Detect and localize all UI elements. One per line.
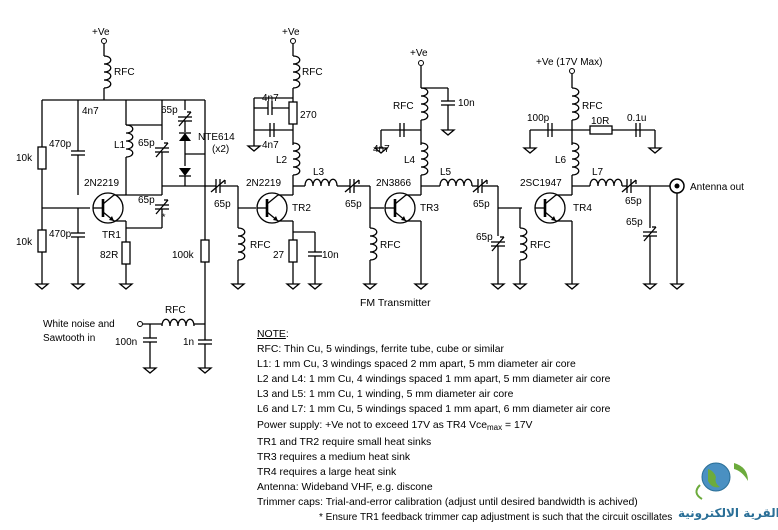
antenna-out-label: Antenna out <box>690 182 744 193</box>
notes-block: NOTE: RFC: Thin Cu, 5 windings, ferrite … <box>257 327 757 525</box>
c-01u: 0.1u <box>627 113 646 124</box>
c-4n7-2: 4n7 <box>262 93 279 104</box>
tr1-part: 2N2219 <box>84 178 119 189</box>
rfc-label-3: RFC <box>302 67 323 78</box>
c-100p: 100p <box>527 113 550 124</box>
r-10k-1: 10k <box>16 153 33 164</box>
c-65p-5: 65p <box>473 199 490 210</box>
watermark-text: القرية الالكترونية <box>678 506 778 520</box>
note-line: TR4 requires a large heat sink <box>257 466 397 478</box>
varactor-label: NTE614 <box>198 132 235 143</box>
c-65p-6: 65p <box>476 232 493 243</box>
input-label-2: Sawtooth in <box>43 333 95 344</box>
tr3-part: 2N3866 <box>376 178 411 189</box>
r-82R: 82R <box>100 250 118 261</box>
supply-label-4: +Ve (17V Max) <box>536 57 602 68</box>
note-line: Antenna: Wideband VHF, e.g. discone <box>257 481 433 493</box>
rfc-label-7: RFC <box>582 101 603 112</box>
c-4n7-4: 4n7 <box>373 144 390 155</box>
l3-label: L3 <box>313 167 325 178</box>
tr4-designator: TR4 <box>573 203 592 214</box>
c-4n7-1: 4n7 <box>82 106 99 117</box>
note-line: TR3 requires a medium heat sink <box>257 451 411 463</box>
supply-label-3: +Ve <box>410 48 428 59</box>
note-line: TR1 and TR2 require small heat sinks <box>257 436 432 448</box>
note-power: Power supply: +Ve not to exceed 17V as T… <box>257 419 533 432</box>
note-footnote: * Ensure TR1 feedback trimmer cap adjust… <box>319 512 673 524</box>
notes-colon: : <box>285 329 289 340</box>
l1-label: L1 <box>114 140 126 151</box>
c-100n: 100n <box>115 337 137 348</box>
r-10k-2: 10k <box>16 237 33 248</box>
varactor-qty: (x2) <box>212 144 229 155</box>
tr2-part: 2N2219 <box>246 178 281 189</box>
tr1-designator: TR1 <box>102 230 121 241</box>
note-line: L1: 1 mm Cu, 3 windings spaced 2 mm apar… <box>257 359 576 371</box>
tr4-part: 2SC1947 <box>520 178 562 189</box>
c-65p-3: 65p <box>214 199 231 210</box>
note-line: L2 and L4: 1 mm Cu, 4 windings spaced 1 … <box>257 374 611 386</box>
r-27: 27 <box>273 250 285 261</box>
r-270: 270 <box>300 110 317 121</box>
l4-label: L4 <box>404 155 416 166</box>
c-65p-8: 65p <box>626 217 643 228</box>
c-65p-7: 65p <box>625 196 642 207</box>
rfc-label-4: RFC <box>380 240 401 251</box>
l2-label: L2 <box>276 155 288 166</box>
c-470p-1: 470p <box>49 139 72 150</box>
c-65p-1: 65p <box>138 138 155 149</box>
rfc-label-1: RFC <box>114 67 135 78</box>
note-line: Trimmer caps: Trial-and-error calibratio… <box>257 497 638 509</box>
rfc-label-2: RFC <box>250 240 271 251</box>
note-line: L6 and L7: 1 mm Cu, 5 windings spaced 1 … <box>257 404 611 416</box>
input-label-1: White noise and <box>43 319 115 330</box>
rfc-label-8: RFC <box>165 305 186 316</box>
c-10n-1: 10n <box>322 250 339 261</box>
c-10n-2: 10n <box>458 98 475 109</box>
c-65p-2: 65p <box>161 105 178 116</box>
rfc-label-5: RFC <box>393 101 414 112</box>
r-100k: 100k <box>172 250 195 261</box>
c-4n7-3: 4n7 <box>262 140 279 151</box>
note-line: L3 and L5: 1 mm Cu, 1 winding, 5 mm diam… <box>257 389 514 401</box>
notes-heading: NOTE <box>257 329 286 340</box>
c-65p-feedback: 65p <box>138 195 155 206</box>
supply-label-1: +Ve <box>92 27 110 38</box>
tr3-designator: TR3 <box>420 203 439 214</box>
diagram-title: FM Transmitter <box>360 297 431 309</box>
c-65p-4: 65p <box>345 199 362 210</box>
note-line: RFC: Thin Cu, 5 windings, ferrite tube, … <box>257 344 504 356</box>
l5-label: L5 <box>440 167 452 178</box>
trim-mark: * <box>162 212 166 222</box>
tr2-designator: TR2 <box>292 203 311 214</box>
c-470p-2: 470p <box>49 229 72 240</box>
c-1n: 1n <box>183 337 194 348</box>
rfc-label-6: RFC <box>530 240 551 251</box>
l6-label: L6 <box>555 155 567 166</box>
r-10R: 10R <box>591 116 609 127</box>
supply-label-2: +Ve <box>282 27 300 38</box>
l7-label: L7 <box>592 167 604 178</box>
watermark-logo-icon <box>695 462 748 500</box>
